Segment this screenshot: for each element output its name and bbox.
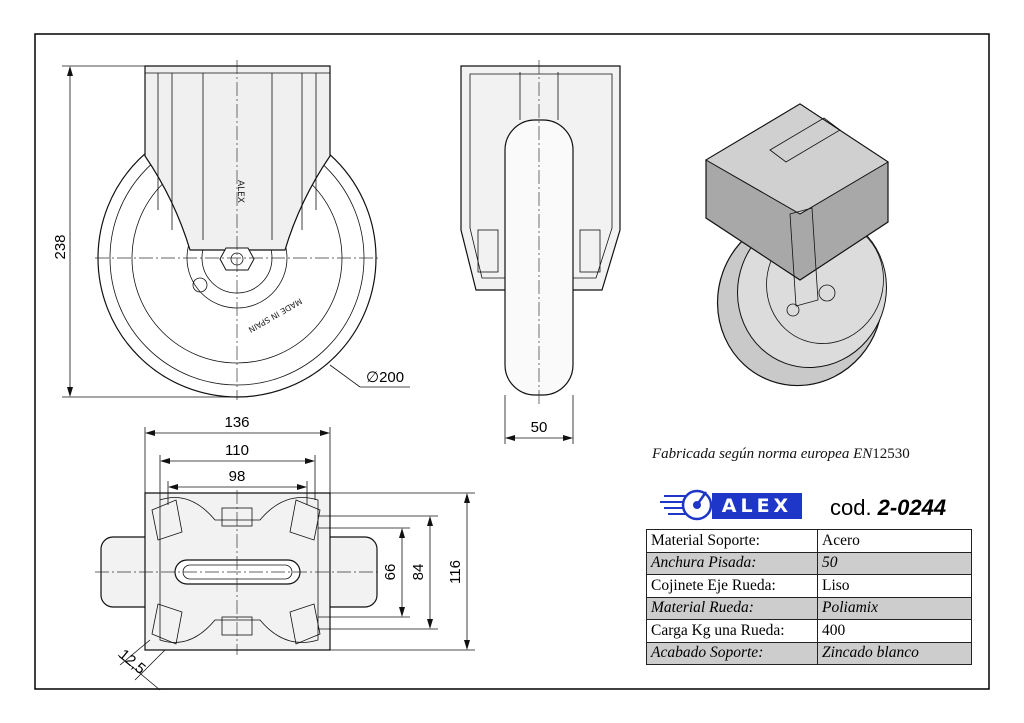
dim-plate-66: 66 [382,564,399,581]
norm-standard: EN [853,446,873,462]
wheel-brand-mark: ALEX [235,180,245,203]
spec-value: 400 [817,619,972,643]
spec-label: Anchura Pisada: [646,551,818,575]
dim-plate-116: 116 [447,560,464,584]
drawing-border [34,33,990,690]
spec-row-material-soporte: Material Soporte: Acero [646,529,972,553]
front-view: ALEX MADE IN SPAIN 238 ∅200 [52,60,410,400]
spec-row-cojinete: Cojinete Eje Rueda: Liso [646,574,972,598]
spec-row-carga: Carga Kg una Rueda: 400 [646,619,972,643]
cod-value: 2-0244 [877,495,947,520]
alex-logo-icon [660,489,713,521]
spec-value: Liso [817,574,972,598]
side-view: 50 [460,60,621,444]
isometric-view [705,103,889,387]
dim-plate-110: 110 [225,442,249,459]
cod-label: cod. [830,495,872,520]
spec-label: Cojinete Eje Rueda: [646,574,818,598]
spec-value: Zincado blanco [817,641,972,665]
dim-tread-width: 50 [531,419,548,436]
norm-statement: Fabricada según norma europea EN12530 [652,446,910,463]
norm-prefix: Fabricada según norma europea [652,446,854,462]
spec-label: Material Soporte: [646,529,818,553]
spec-value: Acero [817,529,972,553]
dim-plate-98: 98 [229,468,246,485]
spec-value: 50 [817,551,972,575]
wheel-made-in-text: MADE IN SPAIN [247,296,304,334]
dim-plate-84: 84 [410,564,427,581]
top-view: 136 110 98 116 84 66 [95,414,475,691]
spec-row-acabado: Acabado Soporte: Zincado blanco [646,641,972,665]
spec-label: Carga Kg una Rueda: [646,619,818,643]
spec-label: Material Rueda: [646,596,818,620]
product-code: cod.2-0244 [830,495,946,521]
spec-value: Poliamix [817,596,972,620]
spec-row-material-rueda: Material Rueda: Poliamix [646,596,972,620]
spec-row-anchura-pisada: Anchura Pisada: 50 [646,551,972,575]
spec-table: Material Soporte: Acero Anchura Pisada: … [646,529,972,665]
alex-logo: ALEX [712,493,802,519]
dim-plate-136: 136 [224,414,249,431]
dim-overall-height: 238 [52,234,69,259]
spec-label: Acabado Soporte: [646,641,818,665]
norm-number: 12530 [872,446,910,462]
dim-bolt-hole: 12,5 [115,646,148,678]
dim-wheel-diameter: ∅200 [366,369,404,386]
